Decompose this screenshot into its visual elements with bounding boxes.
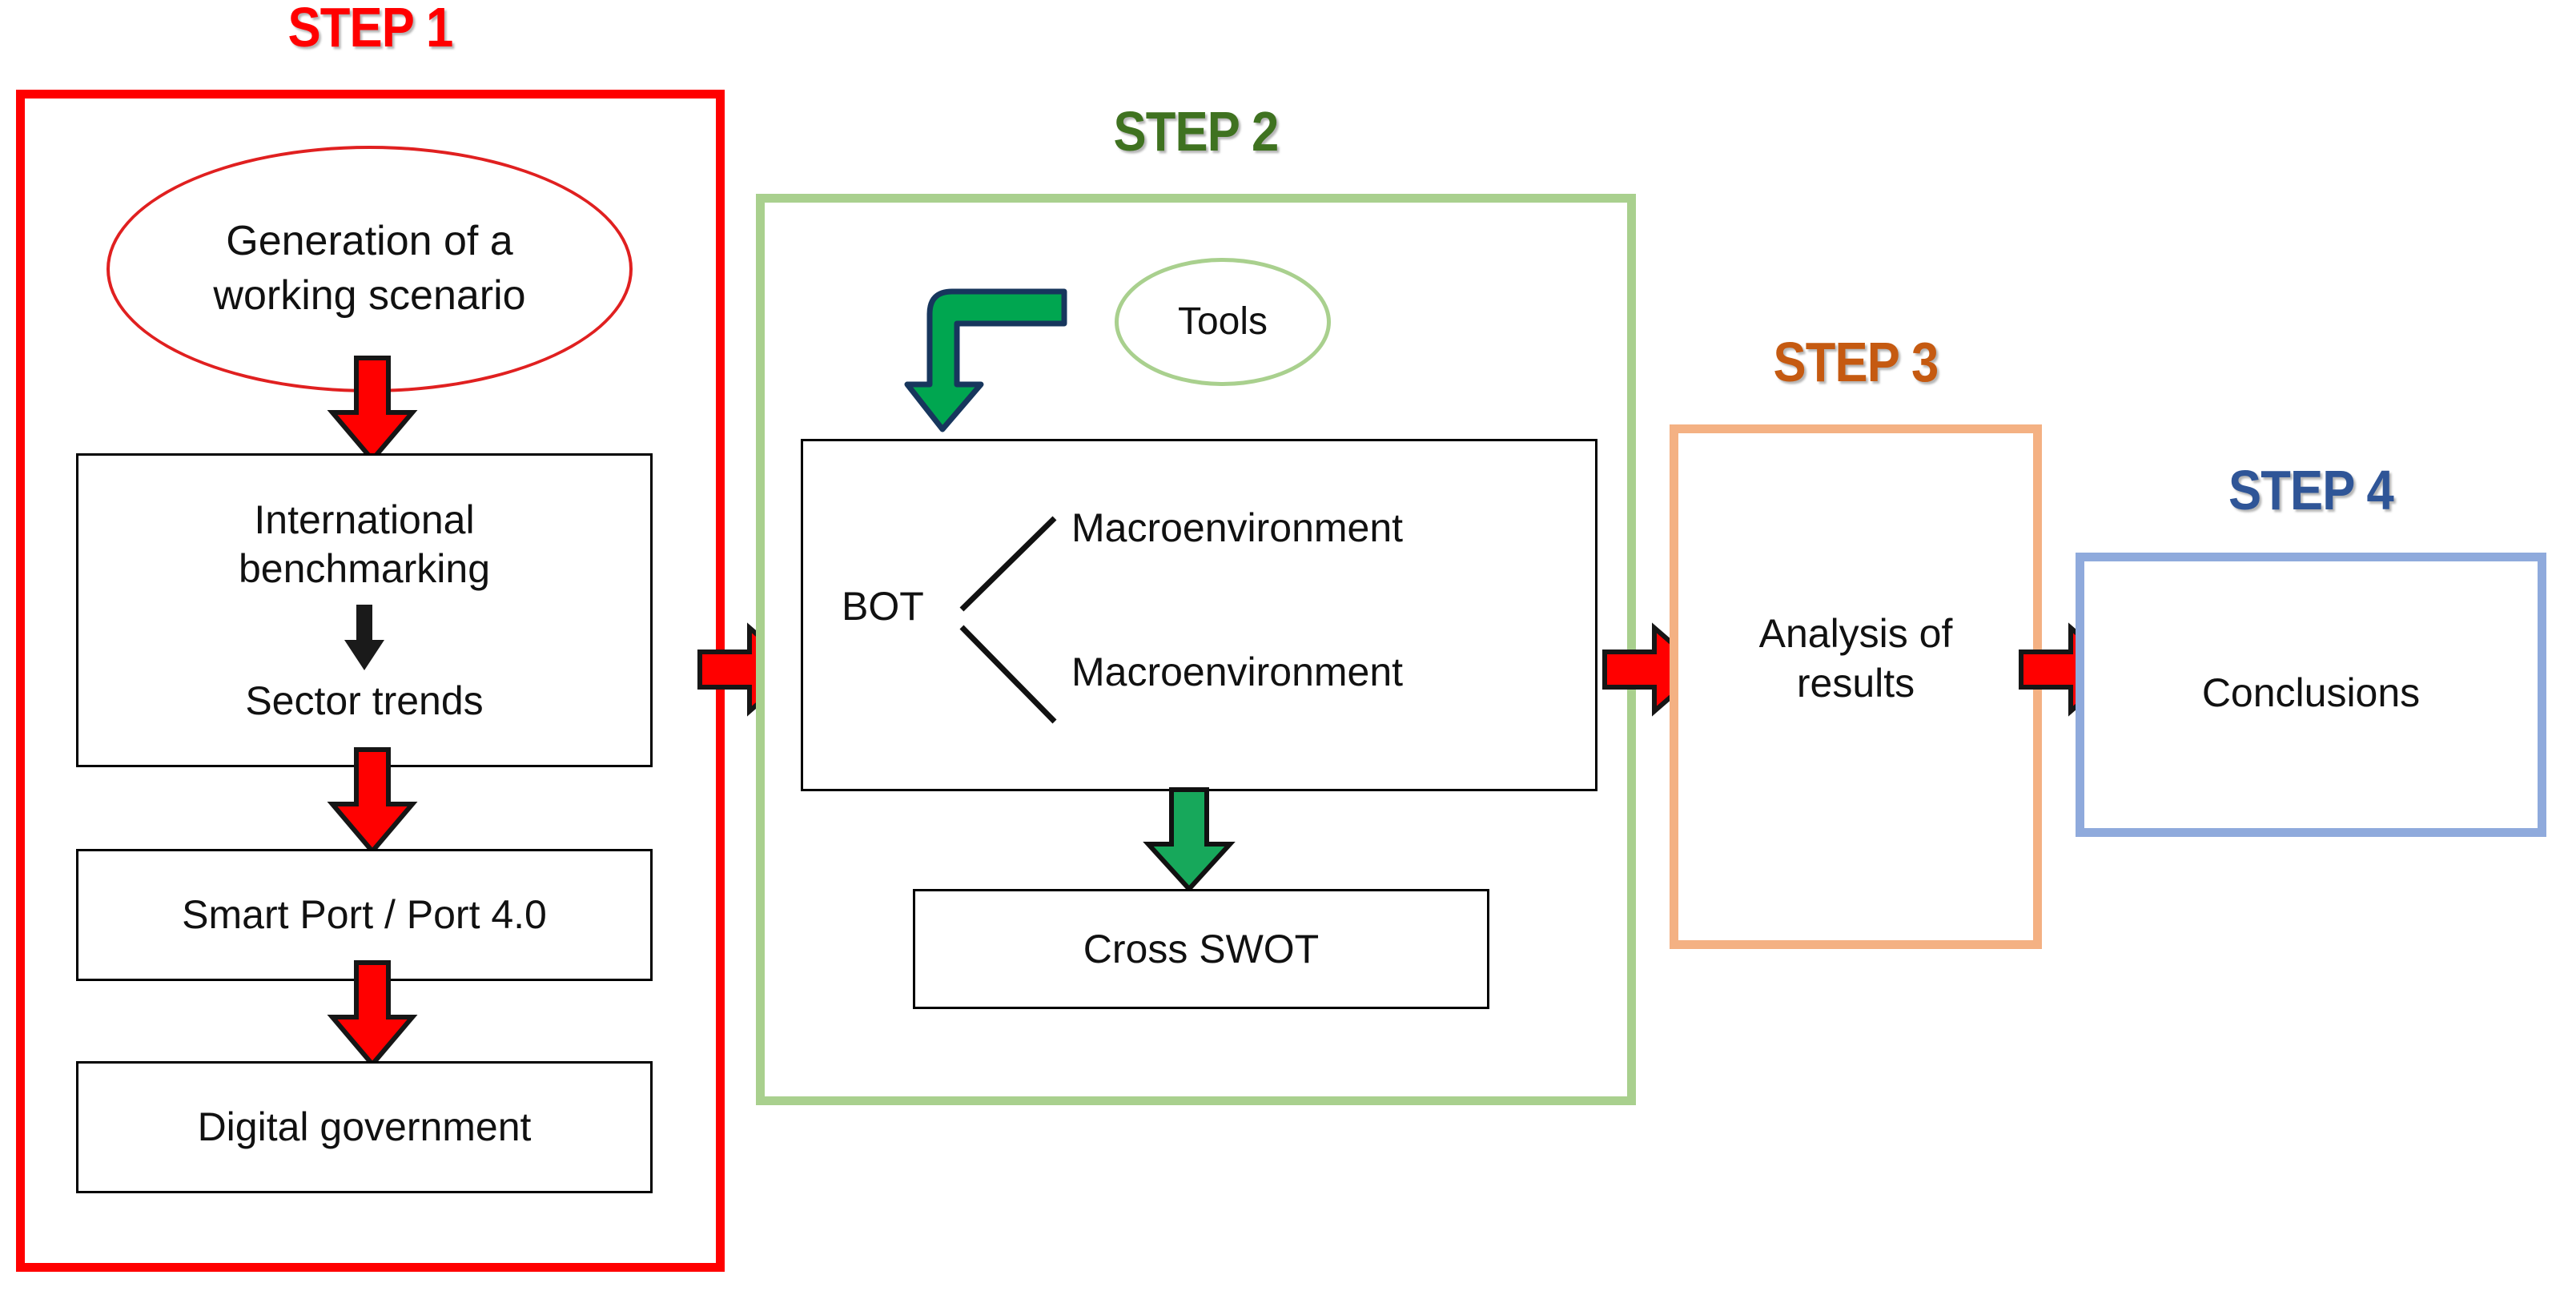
- tools-label: Tools: [1177, 300, 1268, 343]
- arrow-tools-elbow: [904, 288, 1067, 432]
- step-4-frame: [2076, 553, 2546, 837]
- step-3-frame: [1670, 424, 2042, 949]
- step-4-title: STEP 4: [2228, 459, 2394, 521]
- cross-swot-box: Cross SWOT: [913, 889, 1489, 1009]
- generation-line-2: working scenario: [213, 272, 526, 319]
- digital-government-box: Digital government: [76, 1061, 653, 1193]
- international-benchmarking-line-1: International: [254, 497, 475, 542]
- arrow-smart-port-to-digital-government: [327, 960, 418, 1068]
- bot-label: BOT: [842, 584, 924, 629]
- international-benchmarking-box: International benchmarking Sector trends: [76, 453, 653, 767]
- arrow-benchmarking-to-sector-trends: [344, 604, 384, 670]
- smart-port-label: Smart Port / Port 4.0: [182, 892, 547, 937]
- tools-ellipse: Tools: [1115, 258, 1331, 386]
- international-benchmarking-line-2: benchmarking: [238, 545, 491, 591]
- generation-line-1: Generation of a: [226, 218, 513, 265]
- arrow-ellipse-to-benchmarking: [327, 356, 418, 464]
- cross-swot-label: Cross SWOT: [1083, 926, 1320, 971]
- arrow-benchmarking-to-smart-port: [327, 747, 418, 855]
- macroenvironment-lower: Macroenvironment: [1071, 650, 1404, 694]
- conclusions-label: Conclusions: [2201, 670, 2421, 715]
- analysis-of-results-label: Analysis of results: [1682, 609, 2030, 708]
- analysis-of-results-line-1: Analysis of: [1758, 611, 1953, 656]
- generation-of-working-scenario-ellipse: Generation of a working scenario: [106, 146, 633, 392]
- arrow-bot-to-cross-swot: [1143, 787, 1236, 893]
- analysis-of-results-line-2: results: [1796, 661, 1915, 706]
- bot-branch-bracket: [959, 516, 1057, 724]
- bot-box: BOT Macroenvironment Macroenvironment: [801, 439, 1597, 791]
- step-1-title: STEP 1: [287, 0, 454, 58]
- smart-port-box: Smart Port / Port 4.0: [76, 849, 653, 981]
- step-2-title: STEP 2: [1113, 100, 1280, 163]
- digital-government-label: Digital government: [197, 1104, 532, 1149]
- macroenvironment-upper: Macroenvironment: [1071, 505, 1404, 550]
- sector-trends-label: Sector trends: [245, 678, 484, 723]
- step-3-title: STEP 3: [1773, 331, 1939, 393]
